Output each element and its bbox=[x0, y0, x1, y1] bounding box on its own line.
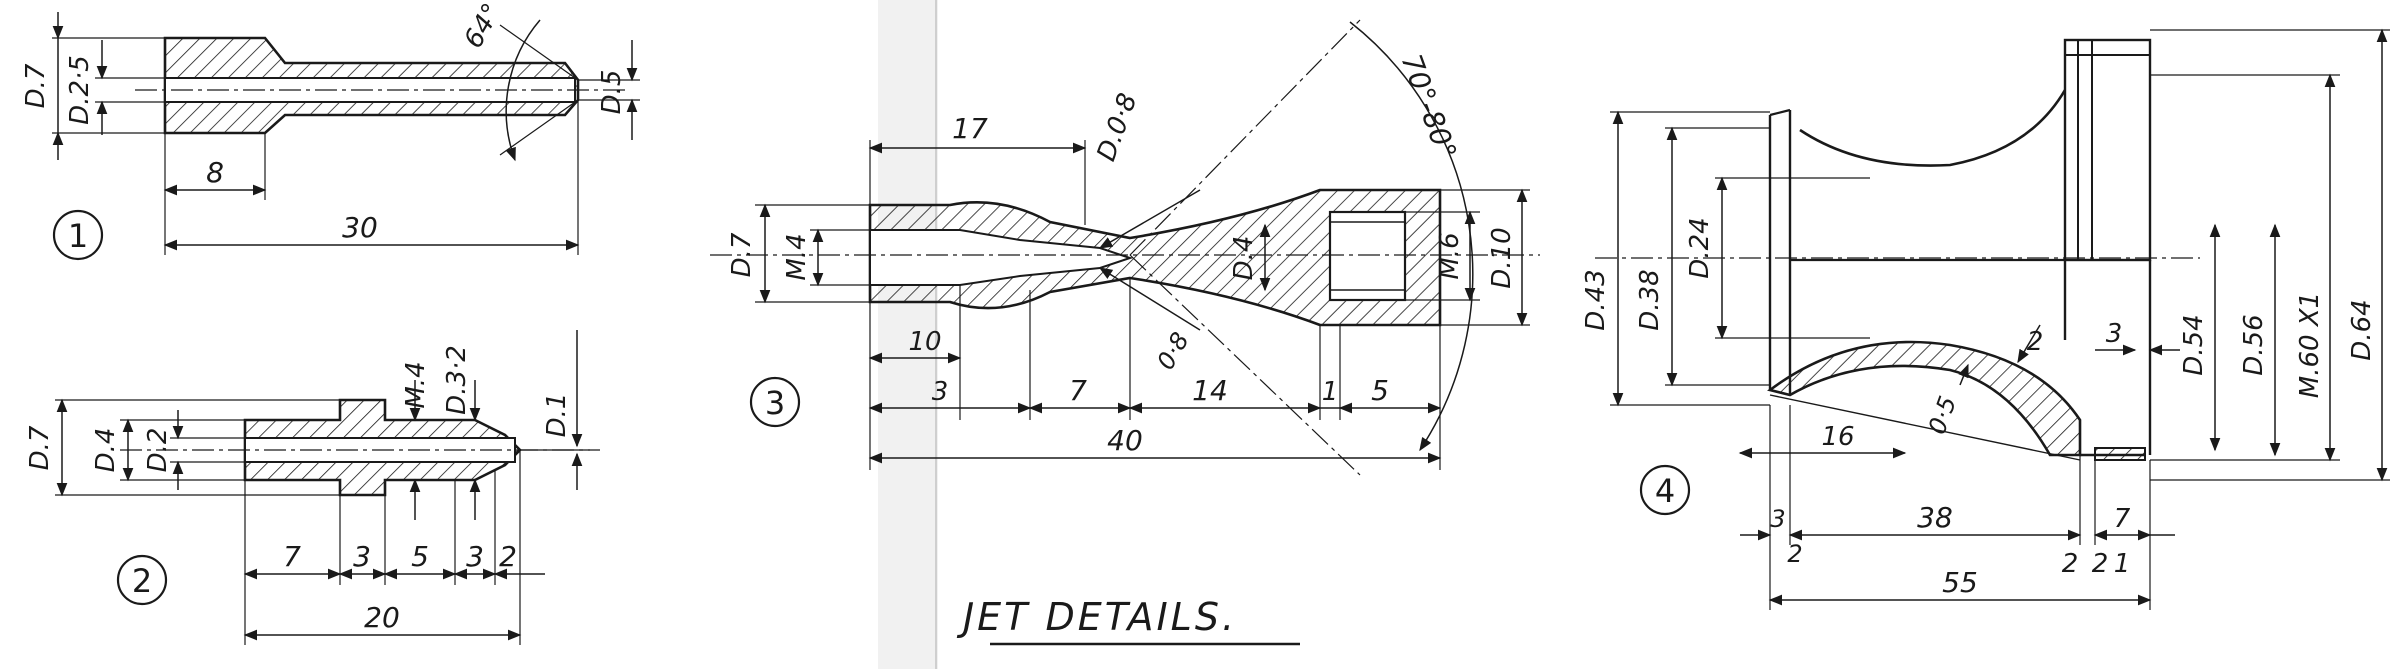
part-2-jet bbox=[55, 330, 600, 645]
part-3-dim-14: 14 bbox=[1192, 374, 1228, 407]
part-3-jet bbox=[710, 19, 1540, 476]
part-2-dim-7: 7 bbox=[283, 540, 301, 573]
paper-fold bbox=[878, 0, 938, 669]
part-3-dim-5: 5 bbox=[1371, 374, 1389, 407]
part-2-dim-d7: D.7 bbox=[25, 425, 55, 470]
part-4-dim-d38: D.38 bbox=[1635, 269, 1665, 330]
part-3-dim-d7: D.7 bbox=[727, 232, 757, 277]
part-2-dim-d1: D.1 bbox=[542, 393, 572, 438]
part-4-hatched-collar bbox=[2094, 447, 2146, 461]
part-2-number: 2 bbox=[132, 562, 152, 600]
part-1-dim-8: 8 bbox=[206, 156, 224, 189]
part-4-number: 4 bbox=[1655, 472, 1675, 510]
part-2-dim-d3-2: D.3·2 bbox=[442, 345, 472, 415]
part-4-flange bbox=[2063, 38, 2152, 262]
part-2-dim-d4: D.4 bbox=[91, 428, 121, 473]
part-3-dim-40: 40 bbox=[1107, 424, 1143, 457]
part-4-dim-16: 16 bbox=[1821, 422, 1854, 452]
part-4-dim-d24: D.24 bbox=[1685, 217, 1715, 278]
part-4-dim-7: 7 bbox=[2114, 504, 2131, 534]
part-1-jet bbox=[52, 12, 640, 261]
part-2-number-circle bbox=[116, 554, 168, 606]
part-4-flare-top bbox=[1799, 89, 2067, 167]
part-3-dim-d0-8: D.0·8 bbox=[1091, 89, 1143, 165]
part-4-dim-left-3: 3 bbox=[1770, 505, 1785, 533]
part-4-dim-d43: D.43 bbox=[1581, 269, 1611, 330]
part-4-dim-right-1: 1 bbox=[2114, 549, 2131, 579]
part-1-dim-30: 30 bbox=[342, 211, 378, 244]
part-4-dim-d56: D.56 bbox=[2239, 314, 2269, 375]
part-1-number: 1 bbox=[68, 217, 88, 255]
part-3-number: 3 bbox=[765, 384, 785, 422]
drawing-title: JET DETAILS. bbox=[956, 595, 1237, 639]
part-4-dim-flange-3: 3 bbox=[2106, 319, 2123, 349]
part-3-number-circle bbox=[749, 376, 801, 428]
part-4-dim-right-2a: 2 bbox=[2062, 549, 2079, 579]
part-2-dim-m4: M.4 bbox=[401, 361, 431, 408]
part-3-dim-m4: M.4 bbox=[782, 233, 812, 280]
part-4-dim-d64: D.64 bbox=[2347, 299, 2377, 360]
part-3-dim-10: 10 bbox=[908, 327, 941, 357]
part-3-dim-3: 3 bbox=[932, 377, 949, 407]
part-1-number-circle bbox=[52, 209, 104, 261]
part-2-dim-2: 2 bbox=[499, 540, 517, 573]
part-4-dim-0-5: 0·5 bbox=[1923, 393, 1962, 438]
part-1-dim-d2-5: D.2·5 bbox=[65, 55, 95, 125]
part-3-bore bbox=[869, 229, 1134, 286]
part-2-dim-3b: 3 bbox=[466, 540, 484, 573]
part-3-dim-7: 7 bbox=[1069, 374, 1087, 407]
part-4-dim-right-2b: 2 bbox=[2092, 549, 2109, 579]
part-3-dim-angle: 70°-80° bbox=[1395, 50, 1463, 164]
part-1-dim-angle: 64° bbox=[459, 0, 508, 53]
part-3-dim-d4: D.4 bbox=[1229, 236, 1259, 281]
part-1-dim-d5: D.5 bbox=[597, 70, 627, 115]
part-1-dim-d7: D.7 bbox=[21, 63, 51, 108]
part-4-dim-wall-2: 2 bbox=[2027, 327, 2044, 357]
part-3-thread bbox=[1328, 210, 1407, 302]
part-4-dim-55: 55 bbox=[1942, 566, 1978, 599]
part-3-dim-d10: D.10 bbox=[1487, 227, 1517, 288]
part-3-dim-1: 1 bbox=[1322, 377, 1339, 407]
part-4-dim-m60: M.60 X1 bbox=[2295, 292, 2325, 398]
part-4-diffuser bbox=[1595, 28, 2390, 610]
part-4-dim-left-2: 2 bbox=[1787, 540, 1802, 568]
part-3-dim-m6: M.6 bbox=[1435, 232, 1465, 279]
part-4-dim-d54: D.54 bbox=[2179, 314, 2209, 375]
part-2-dim-5: 5 bbox=[411, 540, 429, 573]
part-3-dim-0-8: 0·8 bbox=[1151, 327, 1194, 374]
part-4-dim-38: 38 bbox=[1917, 501, 1953, 534]
part-2-dim-d2: D.2 bbox=[143, 428, 173, 473]
part-4-flare-section bbox=[1767, 340, 2082, 457]
part-2-dim-20: 20 bbox=[364, 601, 400, 634]
part-2-dim-3a: 3 bbox=[353, 540, 371, 573]
part-3-dim-17: 17 bbox=[952, 112, 988, 145]
part-4-number-circle bbox=[1639, 464, 1691, 516]
